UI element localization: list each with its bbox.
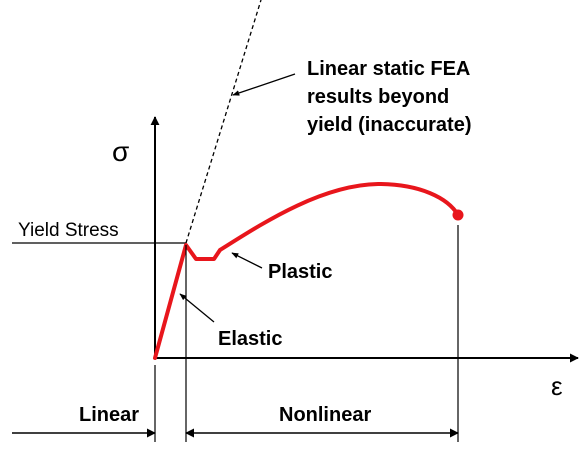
annotation-line-3: yield (inaccurate) (307, 114, 472, 136)
linear-extrapolation-dashed-line (185, 0, 262, 244)
x-axis-symbol: ε (551, 371, 563, 401)
plastic-leader-arrow (231, 252, 263, 269)
linear-range-label: Linear (79, 404, 139, 426)
stress-strain-curve (153, 182, 460, 360)
fracture-point (452, 209, 464, 221)
annotation-line-1: Linear static FEA (307, 58, 470, 80)
nonlinear-range-label: Nonlinear (279, 404, 371, 426)
plastic-label: Plastic (268, 261, 332, 283)
yield-stress-label: Yield Stress (18, 220, 119, 241)
y-axis-symbol: σ (112, 136, 129, 167)
elastic-leader-arrow (179, 293, 215, 323)
elastic-label: Elastic (218, 328, 282, 350)
annotation-leader-arrow (232, 73, 296, 96)
annotation-line-2: results beyond (307, 86, 449, 108)
